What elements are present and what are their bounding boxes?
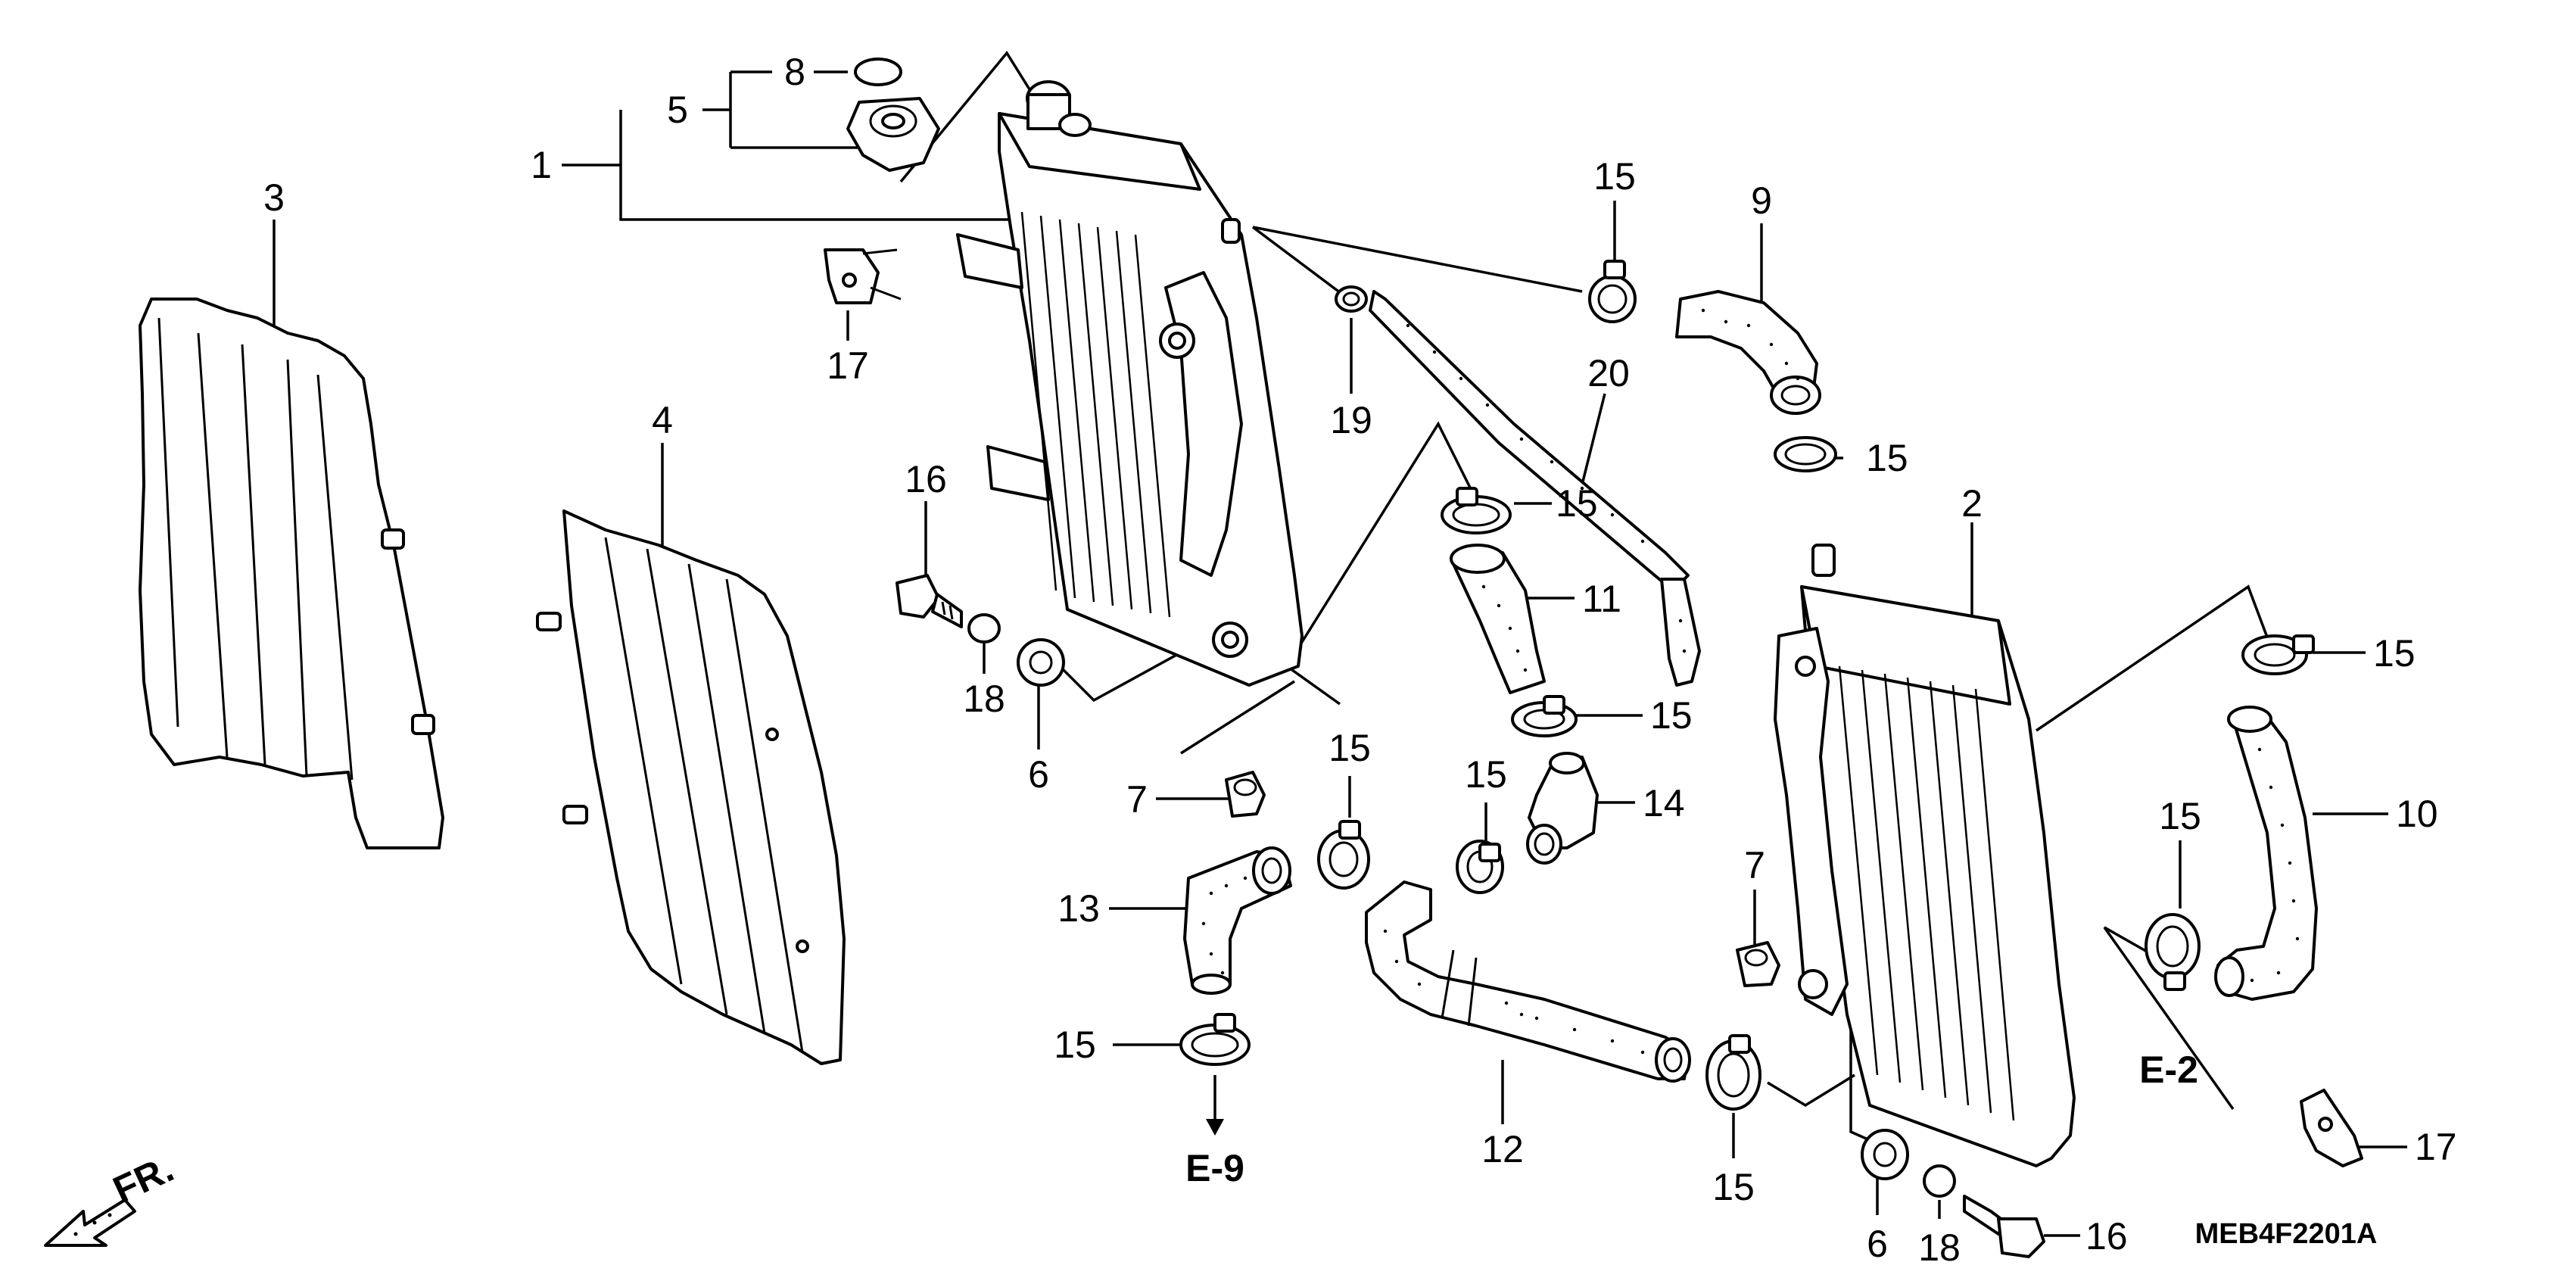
part-17-upper-clip xyxy=(824,248,902,304)
part-9-upper-hose xyxy=(1675,290,1821,415)
callout-3: 3 xyxy=(263,176,285,219)
callout-20: 20 xyxy=(1587,352,1630,394)
callout-15-h: 15 xyxy=(2373,632,2416,675)
reference-e9: E-9 xyxy=(1185,1147,1244,1189)
part-4-radiator-louver xyxy=(536,510,846,1065)
part-13-elbow-hose xyxy=(1183,846,1292,995)
part-6-upper-grommet xyxy=(1017,638,1065,687)
callout-15-f: 15 xyxy=(1465,753,1507,796)
callout-14: 14 xyxy=(1643,782,1685,824)
callout-6-upper: 6 xyxy=(1028,753,1049,796)
part-10-right-hose xyxy=(2214,706,2318,1001)
part-19-overflow-clamp xyxy=(1335,285,1368,313)
part-7-lower-collar xyxy=(1736,941,1780,987)
part-15-clamp-j xyxy=(1705,1034,1761,1111)
part-15-clamp-e xyxy=(1317,820,1370,890)
part-7-upper-collar xyxy=(1225,771,1266,818)
part-14-elbow xyxy=(1526,752,1599,865)
callout-4: 4 xyxy=(652,399,673,441)
callout-15-a: 15 xyxy=(1593,155,1636,198)
part-15-clamp-b xyxy=(1441,487,1512,534)
part-15-clamp-d xyxy=(1511,695,1578,737)
drawing-code: MEB4F2201A xyxy=(2195,1218,2378,1250)
part-15-clamp-g xyxy=(1179,1013,1251,1066)
callout-15-e: 15 xyxy=(1328,727,1371,769)
callout-10: 10 xyxy=(2396,793,2438,835)
part-18-upper-washer xyxy=(967,613,1001,644)
callout-7-lower: 7 xyxy=(1744,844,1765,887)
part-6-lower-grommet xyxy=(1861,1129,1909,1180)
callout-9: 9 xyxy=(1751,179,1772,222)
callout-15-g: 15 xyxy=(1054,1024,1096,1066)
part-15-clamp-h xyxy=(2241,634,2315,675)
part-3-radiator-shroud xyxy=(139,298,444,849)
callout-8: 8 xyxy=(784,51,805,93)
callout-7-upper: 7 xyxy=(1126,778,1148,821)
callout-17-upper: 17 xyxy=(827,344,869,387)
callout-18-upper: 18 xyxy=(963,678,1005,720)
callout-15-c: 15 xyxy=(1866,437,1908,479)
part-12-lower-hose xyxy=(1365,880,1691,1083)
part-8-seal xyxy=(854,58,902,86)
part-18-lower-washer xyxy=(1923,1164,1956,1198)
callout-numbers: 1 5 8 3 17 4 16 18 6 7 15 9 19 20 15 15 … xyxy=(263,51,2457,1269)
part-15-clamp-c xyxy=(1774,436,1837,472)
callout-16-upper: 16 xyxy=(905,458,947,500)
part-5-radiator-cap xyxy=(846,97,940,172)
reference-e2: E-2 xyxy=(2139,1049,2198,1091)
callout-15-b: 15 xyxy=(1556,482,1598,525)
part-2-right-radiator xyxy=(1774,544,2076,1167)
callout-16-lower: 16 xyxy=(2085,1215,2128,1257)
callout-15-j: 15 xyxy=(1712,1166,1755,1208)
part-17-lower-clip xyxy=(2300,1089,2363,1167)
front-direction-arrow xyxy=(44,1198,136,1247)
callout-6-lower: 6 xyxy=(1867,1223,1888,1265)
callout-15-d: 15 xyxy=(1650,694,1693,737)
callout-2: 2 xyxy=(1961,482,1983,525)
callout-15-i: 15 xyxy=(2159,795,2201,837)
part-11-hose xyxy=(1450,544,1546,694)
part-15-clamp-a xyxy=(1588,260,1637,323)
part-16-lower-bolt xyxy=(1963,1195,2045,1258)
callout-11: 11 xyxy=(1582,578,1621,620)
part-15-clamp-i xyxy=(2145,913,2201,991)
callout-5: 5 xyxy=(667,89,688,131)
part-20-overflow-tube xyxy=(1369,290,1701,687)
callout-12: 12 xyxy=(1481,1128,1524,1170)
part-16-upper-bolt xyxy=(896,574,963,628)
callout-1: 1 xyxy=(531,144,552,186)
callout-18-lower: 18 xyxy=(1918,1226,1961,1269)
front-label: FR. xyxy=(107,1147,180,1211)
callout-13: 13 xyxy=(1057,887,1100,930)
part-1-left-radiator xyxy=(956,80,1304,687)
callout-17-lower: 17 xyxy=(2415,1126,2457,1168)
callout-19: 19 xyxy=(1330,399,1372,441)
part-15-clamp-f xyxy=(1456,840,1504,894)
